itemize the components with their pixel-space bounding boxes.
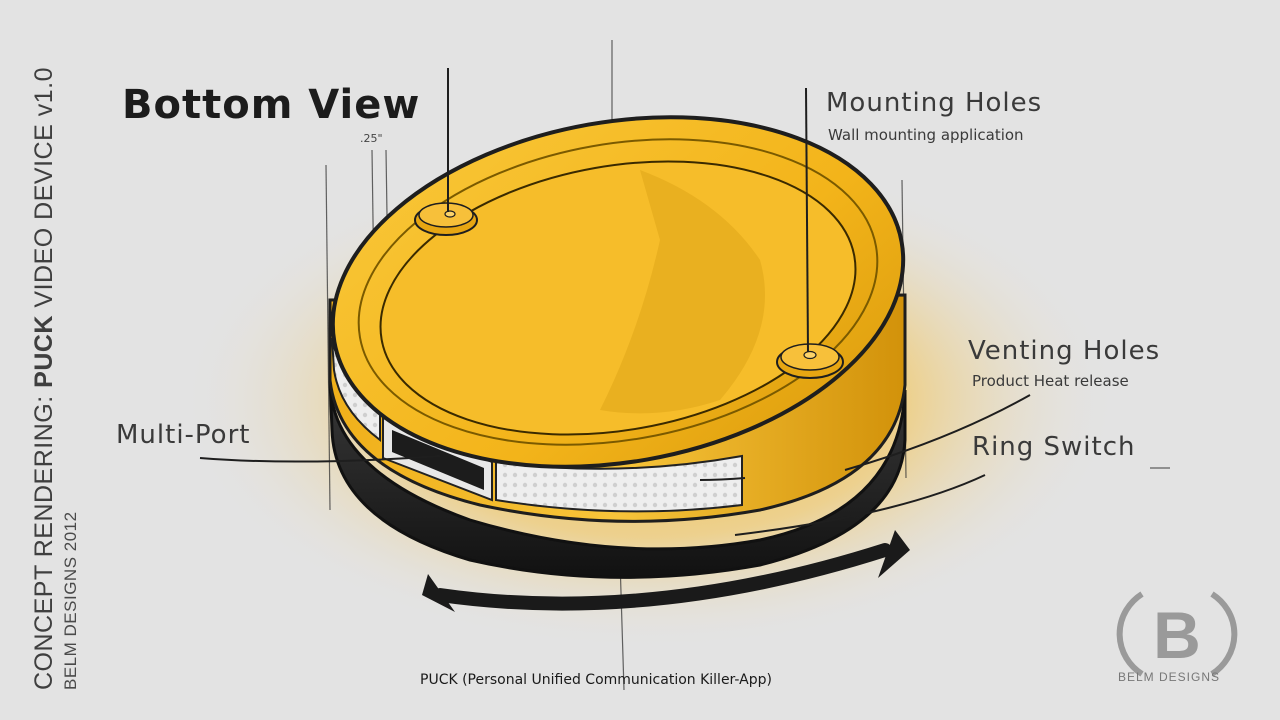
puck-top-inner-plate (379, 160, 857, 436)
vertical-title-block: CONCEPT RENDERING: PUCK VIDEO DEVICE v1.… (30, 67, 81, 690)
callout-multi-port-title: Multi-Port (116, 420, 251, 450)
view-title: Bottom View (122, 82, 421, 128)
callout-mounting-holes-title: Mounting Holes (826, 88, 1043, 118)
device-caption: PUCK (Personal Unified Communication Kil… (420, 672, 772, 688)
puck-top-inner-ring (357, 138, 879, 446)
vertical-title-version: v1.0 (30, 67, 58, 117)
dimension-label: .25" (360, 132, 383, 145)
vertical-title-product: PUCK (30, 315, 58, 388)
vertical-title-prefix: CONCEPT RENDERING: (30, 395, 58, 690)
mounting-hole-left (414, 202, 478, 236)
mounting-hole-right (776, 343, 844, 379)
callout-mounting-holes-subtitle: Wall mounting application (828, 126, 1024, 144)
vertical-title-line: CONCEPT RENDERING: PUCK VIDEO DEVICE v1.… (30, 67, 59, 690)
rotation-arrow (433, 543, 892, 611)
logo-letter: B (1153, 598, 1201, 672)
callout-ring-switch-title: Ring Switch (972, 432, 1136, 462)
callout-venting-holes-title: Venting Holes (968, 336, 1161, 366)
callout-venting-holes-subtitle: Product Heat release (972, 372, 1129, 390)
callout-leaders (199, 68, 1031, 536)
logo-text: BELM DESIGNS (1118, 670, 1221, 684)
vertical-title-suffix: VIDEO DEVICE (30, 123, 58, 308)
belm-designs-logo: B (1116, 591, 1238, 677)
vertical-title-credit: BELM DESIGNS 2012 (61, 511, 80, 690)
